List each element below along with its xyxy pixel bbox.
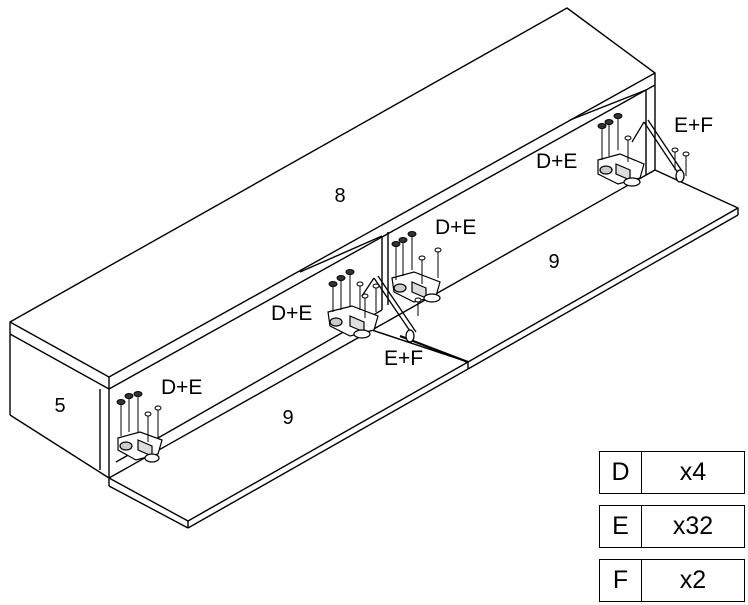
parts-row-f: F x2 xyxy=(599,559,745,602)
centre-divider xyxy=(381,232,389,310)
callout-center-lower: D+E xyxy=(271,302,312,325)
panel-label-door-left: 9 xyxy=(282,407,293,429)
callout-right: D+E xyxy=(536,150,577,173)
screw-group-center-low xyxy=(328,269,380,318)
screw-group-left xyxy=(116,391,162,442)
hinge-left xyxy=(117,431,163,463)
part-key: E xyxy=(600,506,642,547)
callout-stay-right: E+F xyxy=(674,114,713,137)
stay-right xyxy=(631,119,685,183)
side-panel xyxy=(9,334,110,479)
parts-row-e: E x32 xyxy=(599,505,745,548)
screw-group-center-high xyxy=(391,231,442,316)
panel-label-door-right: 9 xyxy=(548,251,559,273)
part-key: D xyxy=(600,452,642,493)
hinge-center-high xyxy=(391,271,441,303)
lid-stays xyxy=(361,119,685,343)
part-qty: x4 xyxy=(679,458,707,486)
part-qty: x32 xyxy=(672,512,714,540)
callout-center-upper: D+E xyxy=(435,216,476,239)
part-key: F xyxy=(600,560,642,601)
screw-group-right xyxy=(597,113,690,176)
right-side-panel xyxy=(645,85,656,175)
top-panel xyxy=(9,7,656,390)
panel-label-side: 5 xyxy=(54,395,65,417)
callout-left: D+E xyxy=(161,376,202,399)
parts-row-d: D x4 xyxy=(599,451,745,494)
callout-stay-center: E+F xyxy=(384,347,423,370)
panel-label-top: 8 xyxy=(334,185,345,207)
parts-list: D x4 E x32 F x2 xyxy=(599,451,745,605)
screws xyxy=(116,113,690,442)
part-qty: x2 xyxy=(679,566,707,594)
hinge-center-low xyxy=(327,305,379,339)
stay-center xyxy=(361,275,417,343)
door-right xyxy=(371,169,739,370)
hinge-right xyxy=(597,153,645,187)
